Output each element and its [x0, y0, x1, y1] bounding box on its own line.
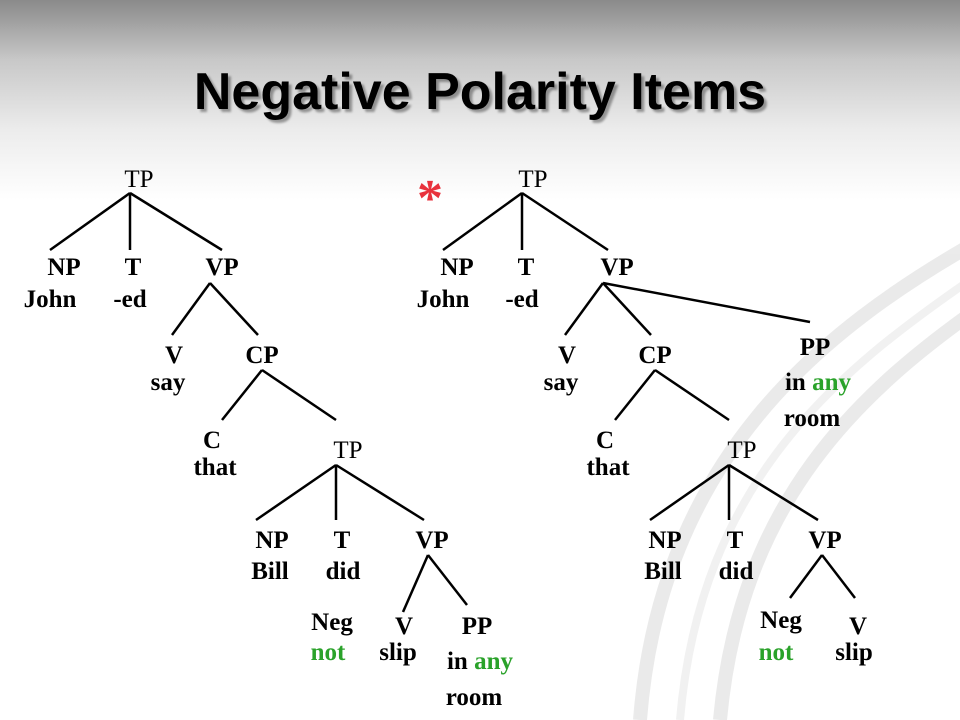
tree2-neg-label: Neg	[760, 607, 802, 634]
tree2-pp-any: any	[812, 369, 851, 396]
tree1-neg-word: not	[311, 639, 346, 666]
tree2-neg-word: not	[759, 639, 794, 666]
tree1-cp-label: CP	[245, 342, 278, 369]
tree1-v-word: say	[151, 369, 186, 396]
tree2-t-label: T	[518, 254, 535, 281]
tree1-pp-room: room	[446, 684, 503, 711]
tree1-pp-any: any	[474, 648, 513, 675]
tree2-np-word: John	[417, 286, 470, 313]
tree1-c-label: C	[203, 427, 221, 454]
tree1-c-word: that	[193, 454, 237, 481]
tree1-np2-label: NP	[255, 527, 288, 554]
tree2-np-label: NP	[440, 254, 473, 281]
tree1-pp-phrase: in any	[447, 648, 514, 675]
tree2-vp-label: VP	[600, 254, 633, 281]
tree2-v2-word: slip	[835, 639, 873, 666]
tree2-c-label: C	[596, 427, 614, 454]
tree1-t2-word: did	[326, 558, 361, 585]
tree1-t-label: T	[125, 254, 142, 281]
slide-title: Negative Polarity Items	[193, 63, 767, 121]
tree1-v2-label: V	[395, 613, 413, 640]
tree2-v-word: say	[544, 369, 579, 396]
tree2-v-label: V	[558, 342, 576, 369]
tree2-tp-low: TP	[727, 437, 756, 464]
tree2-vp2-label: VP	[808, 527, 841, 554]
tree1-np-label: NP	[47, 254, 80, 281]
tree2-pp-room: room	[784, 405, 841, 432]
tree1-v2-word: slip	[379, 639, 417, 666]
ungrammatical-star: *	[417, 170, 443, 227]
tree2-np2-word: Bill	[644, 558, 682, 585]
tree1-tp-low: TP	[333, 437, 362, 464]
tree2-pp-label: PP	[800, 334, 831, 361]
tree2-pp-phrase: in any	[785, 369, 852, 396]
tree2-v2-label: V	[849, 613, 867, 640]
tree1-pp-label: PP	[462, 613, 493, 640]
tree1-pp-in: in	[447, 648, 468, 675]
tree1-np-word: John	[24, 286, 77, 313]
tree-grammatical: TP NP John T -ed VP V say CP C that TP N…	[24, 166, 514, 711]
tree1-v-label: V	[165, 342, 183, 369]
tree1-vp2-label: VP	[415, 527, 448, 554]
tree2-t2-label: T	[727, 527, 744, 554]
tree1-neg-label: Neg	[311, 609, 353, 636]
tree2-pp-in: in	[785, 369, 806, 396]
tree2-t2-word: did	[719, 558, 754, 585]
tree1-t-word: -ed	[113, 286, 146, 313]
tree2-c-word: that	[586, 454, 630, 481]
tree2-tp-top: TP	[518, 166, 547, 193]
tree1-branches	[49, 191, 468, 613]
tree2-cp-label: CP	[638, 342, 671, 369]
tree-ungrammatical: TP NP John T -ed VP V say CP PP in any r…	[417, 166, 873, 666]
tree1-np2-word: Bill	[251, 558, 289, 585]
tree1-tp-top: TP	[124, 166, 153, 193]
tree1-t2-label: T	[334, 527, 351, 554]
tree2-t-word: -ed	[505, 286, 538, 313]
tree2-np2-label: NP	[648, 527, 681, 554]
tree2-branches	[442, 191, 856, 599]
tree1-vp-label: VP	[205, 254, 238, 281]
